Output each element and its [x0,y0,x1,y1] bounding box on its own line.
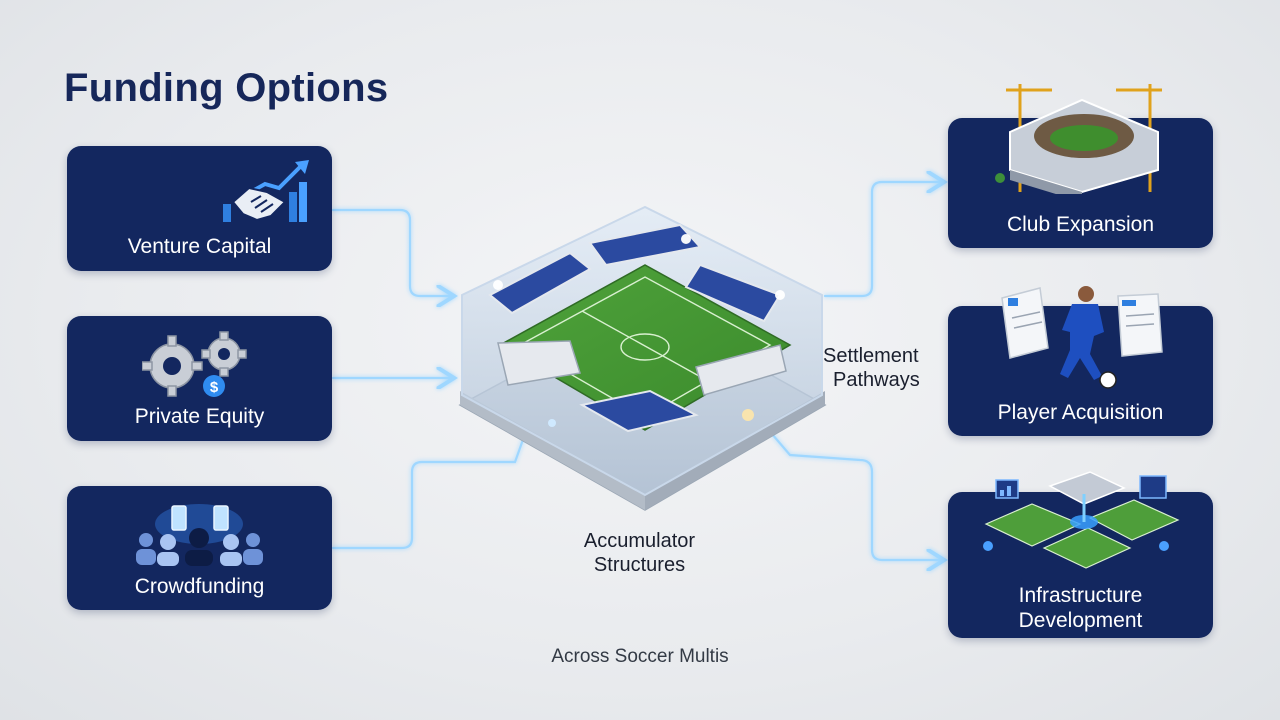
connector-hub-to-infra [758,418,942,560]
gears-dollar-icon: $ [142,331,247,397]
crowd-phones-icon [136,504,263,566]
stadium-construction-icon [995,84,1162,194]
connector-venture-to-hub [331,208,452,296]
footer-caption: Across Soccer Multis [551,646,729,667]
player-contract-icon [1001,286,1163,389]
connector-hub-to-club [823,182,942,298]
card-club-expansion[interactable]: Club Expansion [948,84,1213,248]
card-label: Crowdfunding [134,575,265,598]
card-label: Private Equity [134,405,265,428]
card-venture-capital[interactable]: Venture Capital [67,146,332,271]
card-private-equity[interactable]: $ Private Equity [67,316,332,441]
card-player-acquisition[interactable]: Player Acquisition [948,286,1213,436]
card-infrastructure-development[interactable]: Infrastructure Development [948,471,1213,638]
page-title: Funding Options [64,66,389,110]
glass-stadium-icon [458,205,827,511]
svg-text:$: $ [210,379,219,396]
card-label: Club Expansion [1006,213,1155,236]
card-label: Infrastructure Development [1018,584,1143,632]
card-label: Venture Capital [127,235,272,258]
handshake-growth-icon [223,160,309,222]
card-label: Player Acquisition [997,401,1164,424]
connector-crowd-to-hub [331,418,532,550]
card-crowdfunding[interactable]: Crowdfunding [67,486,332,610]
hub-label-settlement: Settlement Pathways [823,345,920,391]
hub-label-accumulator: Accumulator Structures [583,530,696,576]
connected-pitches-icon [983,471,1180,569]
